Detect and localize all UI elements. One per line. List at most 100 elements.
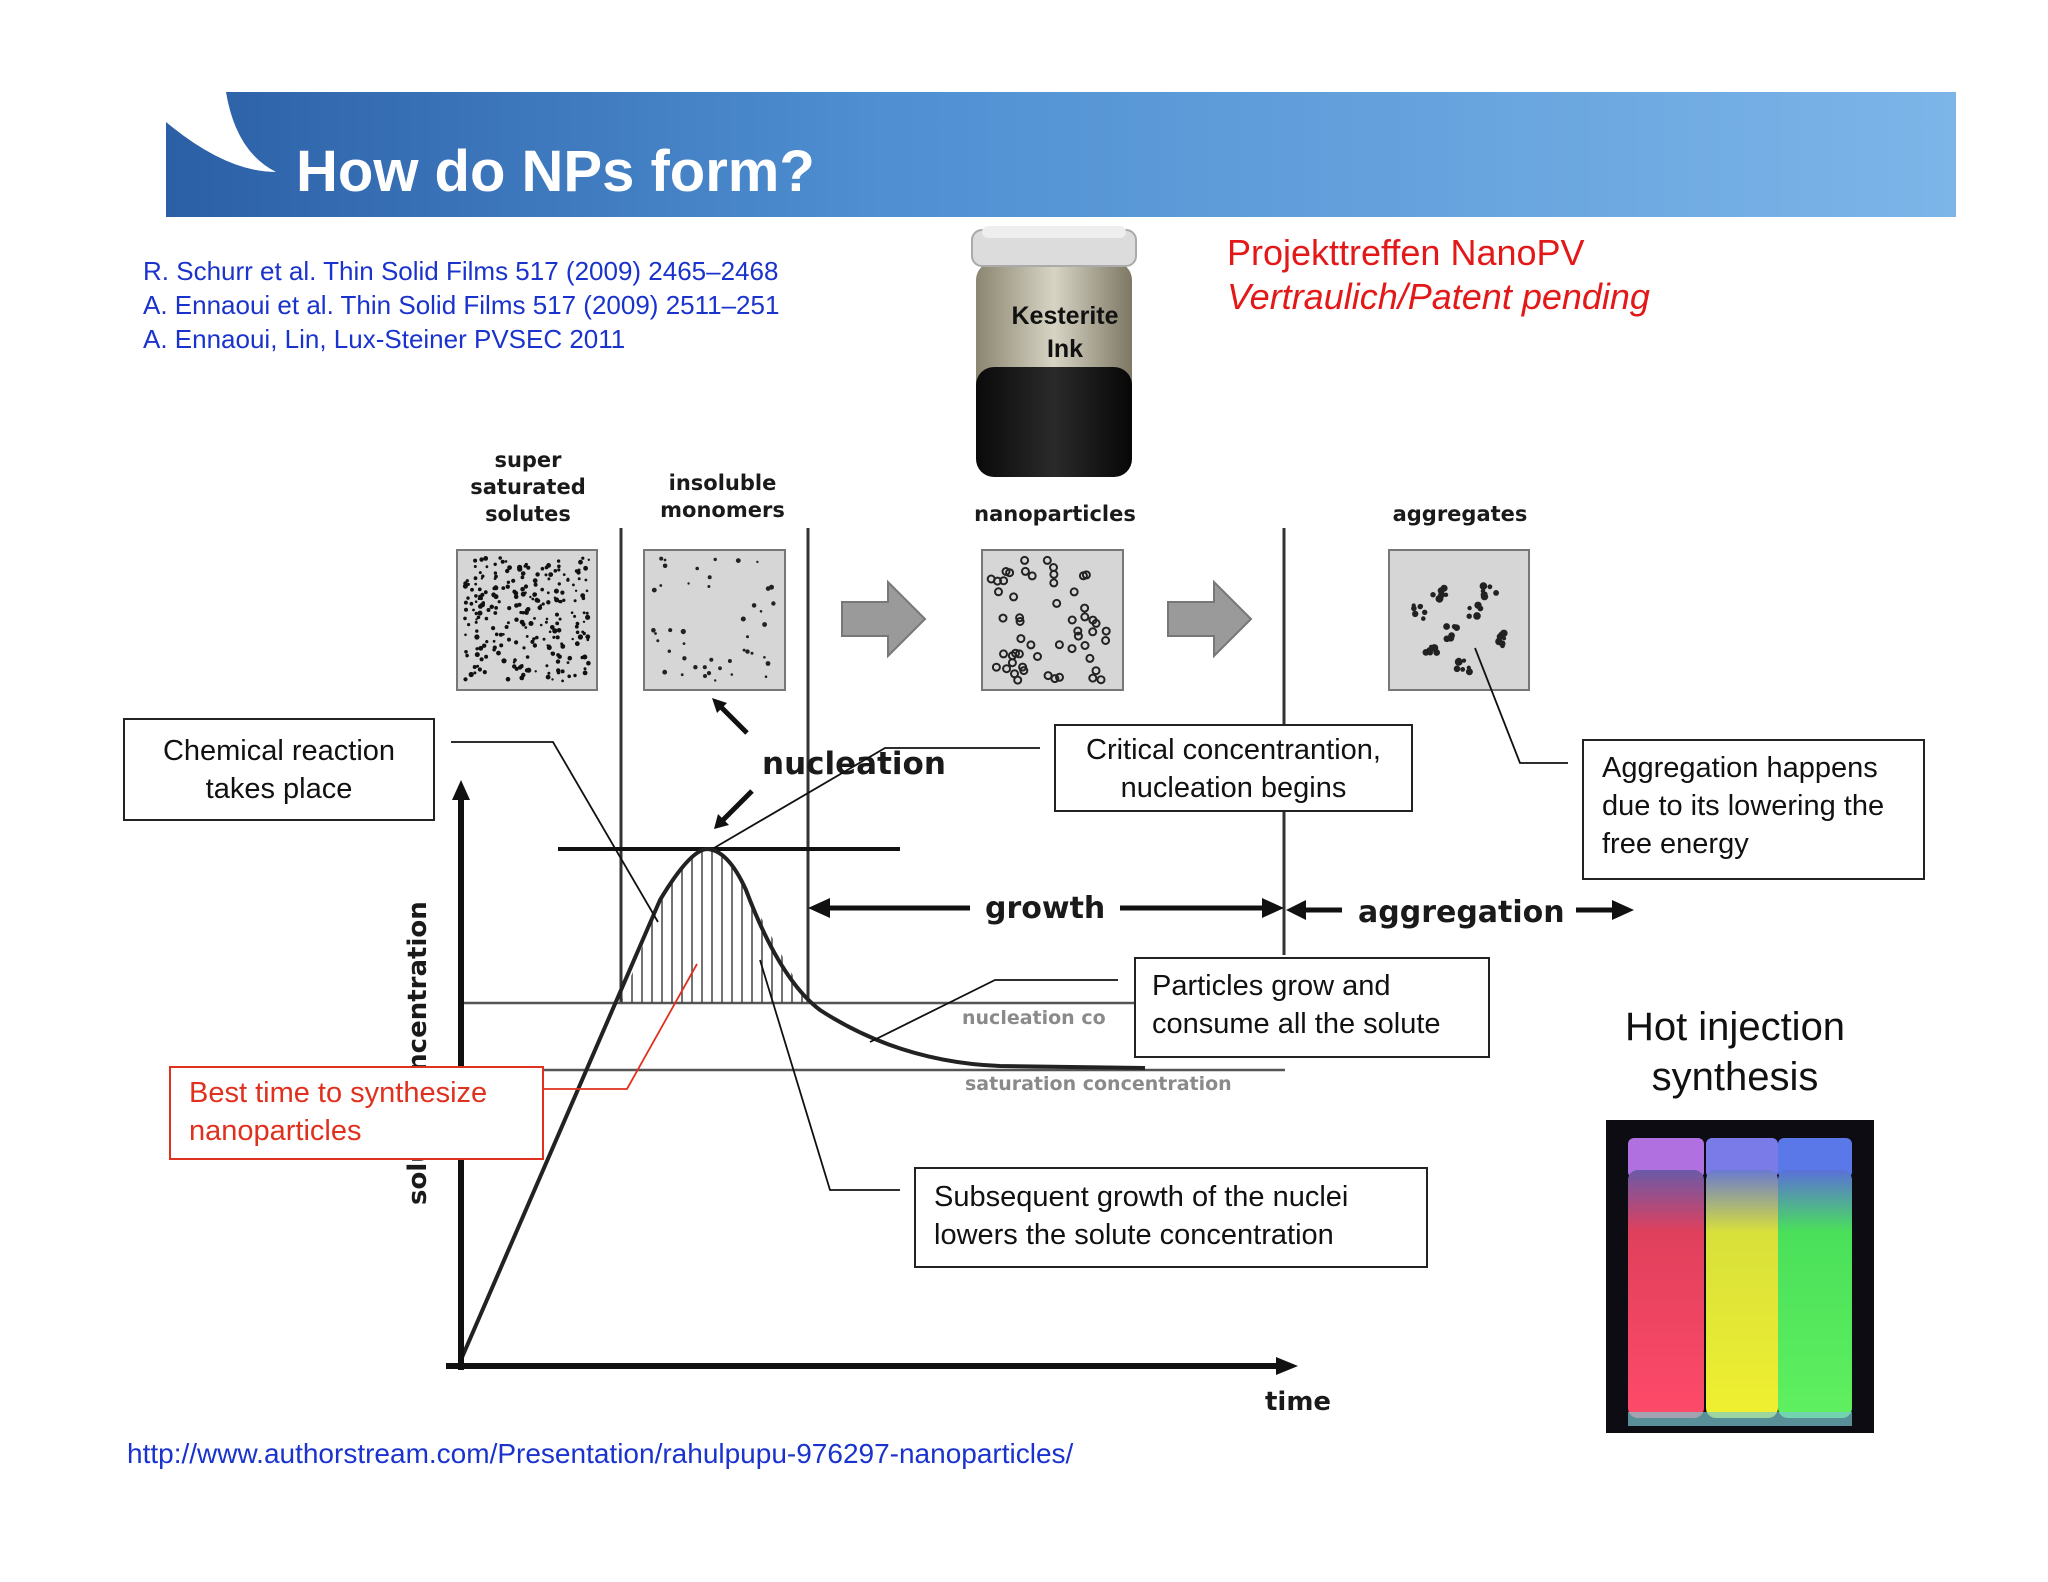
particle-dot xyxy=(1020,555,1030,565)
particle-dot xyxy=(562,573,566,576)
growth-label: growth xyxy=(985,891,1105,926)
particle-dot xyxy=(1016,634,1026,644)
particle-dot xyxy=(542,637,546,641)
particle-dot xyxy=(557,654,562,659)
particle-dot xyxy=(771,601,776,606)
particle-dot xyxy=(501,658,507,664)
particle-dot xyxy=(555,635,560,640)
callout-line: consume all the solute xyxy=(1152,1008,1441,1040)
particle-dot xyxy=(1015,617,1025,626)
particle-dot xyxy=(558,617,562,621)
particle-dot xyxy=(472,665,477,669)
source-url-link[interactable]: http://www.authorstream.com/Presentation… xyxy=(127,1438,1074,1469)
particle-dot xyxy=(499,643,504,648)
particle-dot xyxy=(540,566,545,571)
particle-dot xyxy=(498,632,503,637)
particle-dot xyxy=(581,556,585,560)
particle-dot xyxy=(544,620,548,624)
hot-injection-label: Hot injection synthesis xyxy=(1560,1002,1910,1102)
particle-dot xyxy=(1019,666,1029,676)
confidential-label: Vertraulich/Patent pending xyxy=(1227,276,1650,317)
particle-dot xyxy=(463,677,468,682)
aggregate-dot xyxy=(1479,582,1488,590)
particle-dot xyxy=(520,664,524,667)
aggregate-dot xyxy=(1443,623,1450,630)
aggregate-dot xyxy=(1447,634,1455,642)
particle-dot xyxy=(558,599,562,604)
particle-dot xyxy=(469,601,474,606)
particle-dot xyxy=(765,661,771,666)
particle-dot xyxy=(1101,636,1111,645)
callout-line: free energy xyxy=(1602,828,1749,860)
aggregate-dot xyxy=(1435,596,1442,603)
particle-dot xyxy=(553,588,559,594)
particle-dot xyxy=(1054,640,1064,650)
particle-dot xyxy=(571,637,574,641)
particle-dot xyxy=(505,676,511,682)
particle-dot xyxy=(468,671,474,678)
particle-dot xyxy=(472,608,475,612)
leader-particles xyxy=(869,979,1118,1043)
particle-dot xyxy=(532,643,538,648)
particle-dot xyxy=(465,655,469,658)
particle-dot xyxy=(521,611,525,615)
particle-dot xyxy=(709,657,714,662)
panel-nanoparticles xyxy=(981,549,1124,691)
particle-dot xyxy=(505,568,510,574)
particle-dot xyxy=(483,590,488,595)
particle-dot xyxy=(525,655,530,659)
callout-line: Aggregation happens xyxy=(1602,752,1878,784)
particle-dot xyxy=(464,650,468,654)
particle-dot xyxy=(706,671,712,676)
particle-dot xyxy=(1009,592,1019,602)
aggregate-dot xyxy=(1418,604,1424,609)
aggregate-dot xyxy=(1411,605,1417,612)
title-banner xyxy=(166,92,1956,217)
aggregate-dot xyxy=(1430,592,1436,598)
particle-dot xyxy=(474,582,478,586)
particle-dot xyxy=(1067,615,1077,625)
callout-subsequent-growth: Subsequent growth of the nuclei lowers t… xyxy=(914,1167,1428,1268)
particle-dot xyxy=(727,659,732,663)
particle-dot xyxy=(567,655,573,661)
particle-dot xyxy=(474,594,478,598)
aggregate-dot xyxy=(1487,584,1493,590)
particle-dot xyxy=(573,599,577,603)
particle-dot xyxy=(481,601,485,605)
particle-dot xyxy=(500,559,505,564)
particle-dot xyxy=(530,639,535,644)
particle-dot xyxy=(586,660,591,666)
particle-dot xyxy=(526,565,531,570)
particle-dot xyxy=(513,594,519,599)
callout-aggregation: Aggregation happens due to its lowering … xyxy=(1582,739,1925,880)
particle-dot xyxy=(466,596,470,600)
aggregate-dot xyxy=(1466,665,1471,670)
particle-dot xyxy=(470,587,474,592)
particle-dot xyxy=(524,591,527,594)
particle-dot xyxy=(525,607,531,612)
aggregate-dot xyxy=(1430,644,1439,652)
particle-dot xyxy=(999,576,1009,586)
arrowhead xyxy=(1262,898,1284,918)
particle-dot xyxy=(546,563,551,568)
particle-dot xyxy=(485,640,489,644)
particle-dot xyxy=(584,578,588,582)
hot-injection-line: synthesis xyxy=(1651,1055,1819,1099)
reference-2: A. Ennaoui et al. Thin Solid Films 517 (… xyxy=(143,290,780,320)
aggregate-dot xyxy=(1422,649,1430,656)
particle-dot xyxy=(585,614,591,620)
particle-dot xyxy=(656,639,660,643)
aggregation-label: aggregation xyxy=(1358,895,1565,930)
stage-label-insoluble-monomers: insoluble monomers xyxy=(640,470,805,524)
aggregate-dot xyxy=(1443,592,1449,597)
particle-dot xyxy=(713,557,717,562)
particle-dot xyxy=(491,605,494,608)
particle-dot xyxy=(582,611,586,615)
stage-label-line: insoluble xyxy=(668,471,777,495)
particle-dot xyxy=(1049,569,1059,579)
particle-dot xyxy=(540,587,544,592)
particle-dot xyxy=(494,574,498,579)
particle-dot xyxy=(464,633,467,637)
particle-dot xyxy=(474,620,478,624)
particle-dot xyxy=(463,616,467,621)
